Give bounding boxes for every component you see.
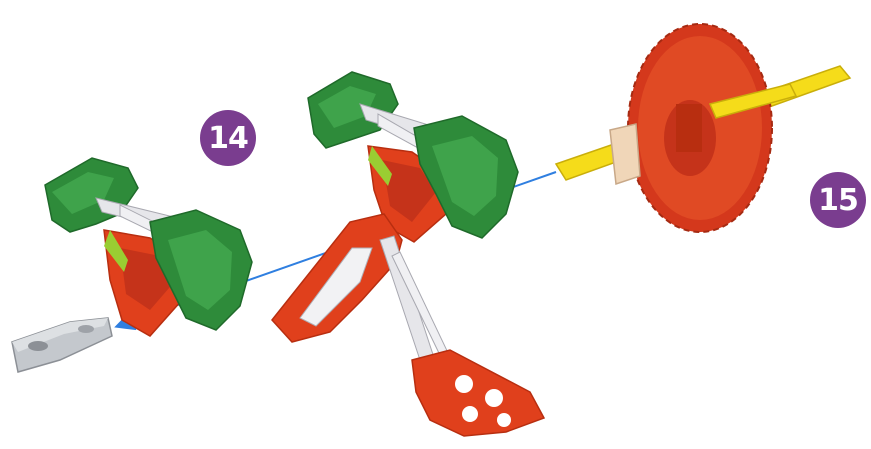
left-subassembly	[45, 158, 252, 336]
red-frame-part	[272, 214, 544, 436]
step-badge-14: 14	[200, 110, 256, 166]
gear-assembly	[556, 24, 850, 232]
red-gear	[628, 24, 772, 232]
grey-connector-part	[12, 318, 112, 372]
center-subassembly	[308, 72, 518, 242]
beige-clip	[610, 124, 640, 184]
step-badge-15: 15	[810, 172, 866, 228]
